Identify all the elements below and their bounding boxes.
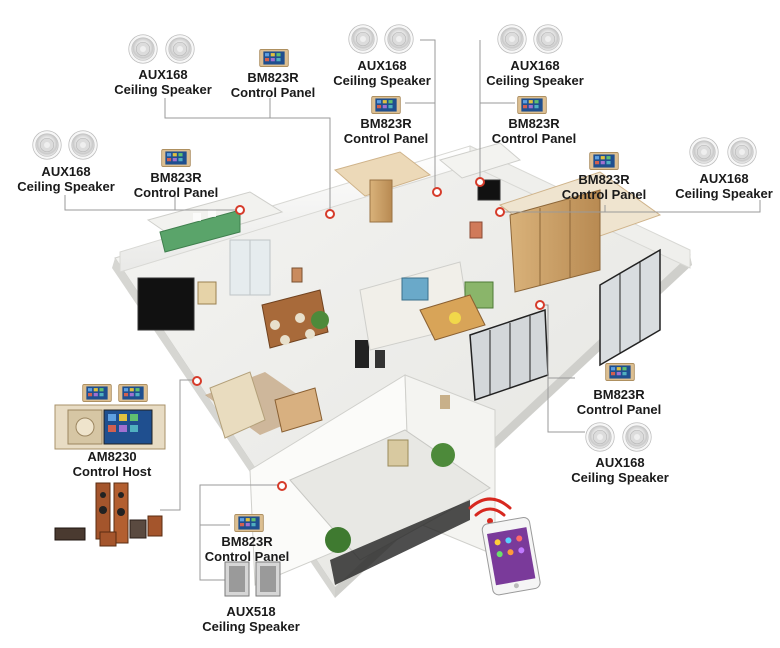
device-type: Control Panel — [576, 402, 662, 417]
device-type: Ceiling Speaker — [333, 73, 431, 88]
device-type: Ceiling Speaker — [202, 619, 300, 634]
model-name: BM823R — [360, 116, 412, 131]
device-type: Ceiling Speaker — [114, 82, 212, 97]
label-aux168-left: AUX168 Ceiling Speaker — [17, 164, 115, 194]
model-name: BM823R — [221, 534, 273, 549]
model-name: BM823R — [150, 170, 202, 185]
label-bm823r-right-low: BM823R Control Panel — [577, 387, 662, 417]
label-aux168-right: AUX168 Ceiling Speaker — [675, 171, 773, 201]
device-type: Control Host — [72, 464, 152, 479]
label-aux168-top-right: AUX168 Ceiling Speaker — [486, 58, 584, 88]
model-name: AUX168 — [357, 58, 407, 73]
model-name: BM823R — [578, 172, 630, 187]
label-aux168-top-mid: AUX168 Ceiling Speaker — [333, 58, 431, 88]
device-type: Ceiling Speaker — [17, 179, 115, 194]
wifi-icon — [468, 497, 512, 524]
model-name: BM823R — [593, 387, 645, 402]
label-aux168-right-low: AUX168 Ceiling Speaker — [571, 455, 669, 485]
control-host-icon — [54, 384, 166, 450]
location-markers — [192, 177, 545, 491]
model-name: AUX168 — [41, 164, 91, 179]
model-name: AUX168 — [138, 67, 188, 82]
label-bm823r-top-left: BM823R Control Panel — [231, 70, 316, 100]
device-type: Control Panel — [561, 187, 647, 202]
label-bm823r-top-right: BM823R Control Panel — [492, 116, 577, 146]
device-type: Control Panel — [343, 131, 429, 146]
label-bm823r-left: BM823R Control Panel — [134, 170, 219, 200]
device-type: Control Panel — [491, 131, 577, 146]
house-floor-plan — [112, 142, 692, 598]
label-bm823r-top-mid: BM823R Control Panel — [344, 116, 429, 146]
model-name: BM823R — [247, 70, 299, 85]
device-type: Control Panel — [230, 85, 316, 100]
model-name: AM8230 — [87, 449, 137, 464]
tower-speakers-icon — [54, 482, 163, 547]
model-name: AUX168 — [510, 58, 560, 73]
device-type: Ceiling Speaker — [675, 186, 773, 201]
model-name: AUX168 — [699, 171, 749, 186]
model-name: BM823R — [508, 116, 560, 131]
label-bm823r-right: BM823R Control Panel — [562, 172, 647, 202]
device-type: Control Panel — [204, 549, 290, 564]
device-type: Ceiling Speaker — [571, 470, 669, 485]
label-aux168-top-left: AUX168 Ceiling Speaker — [114, 67, 212, 97]
model-name: AUX168 — [595, 455, 645, 470]
device-type: Ceiling Speaker — [486, 73, 584, 88]
device-type: Control Panel — [133, 185, 219, 200]
label-aux518-bottom: AUX518 Ceiling Speaker — [202, 604, 300, 634]
model-name: AUX518 — [226, 604, 276, 619]
label-bm823r-bottom: BM823R Control Panel — [205, 534, 290, 564]
label-am8230-host: AM8230 Control Host — [73, 449, 152, 479]
smartphone-icon — [481, 516, 541, 596]
box-speakers-icon — [224, 561, 281, 597]
